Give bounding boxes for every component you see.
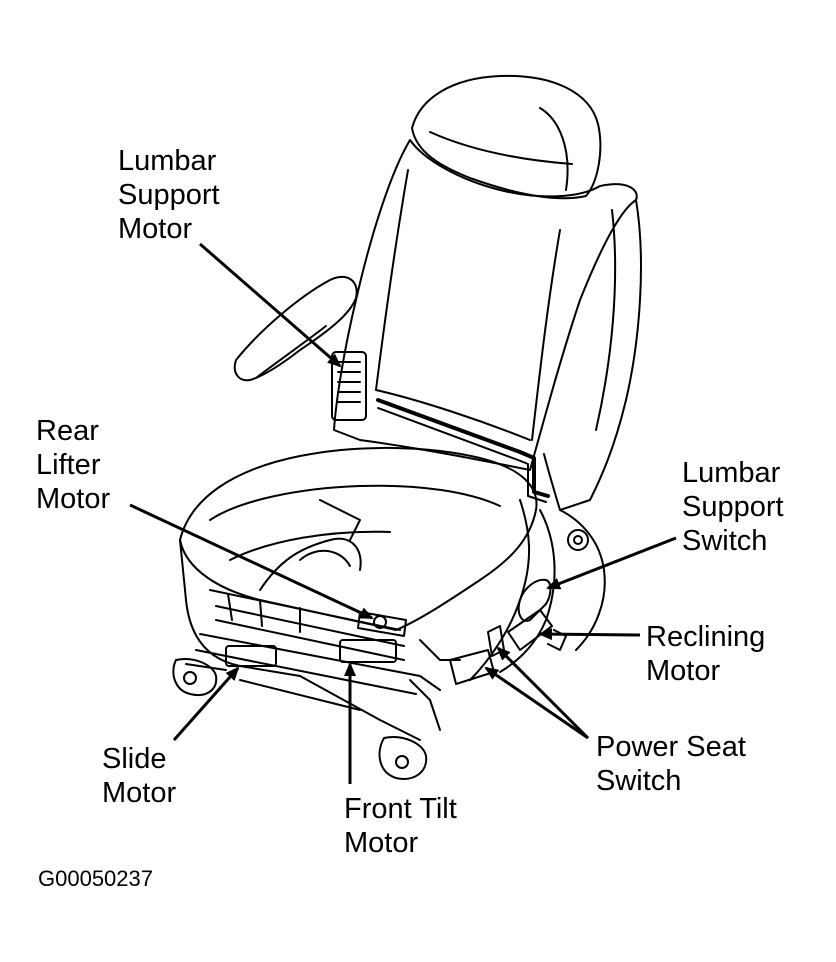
slide-motor-shape	[225, 645, 277, 667]
label-line: Support	[682, 491, 784, 523]
power-seat-switch-shape	[449, 649, 495, 685]
label-line: Support	[118, 179, 220, 211]
seat-cushion	[179, 446, 538, 631]
label-line: Lumbar	[118, 145, 217, 177]
label-rear-lifter-motor: Rear Lifter Motor	[36, 414, 110, 516]
label-line: Motor	[102, 777, 177, 809]
label-line: Front Tilt	[344, 793, 457, 825]
label-line: Motor	[118, 213, 193, 245]
label-reclining-motor: Reclining Motor	[646, 620, 765, 688]
label-line: Motor	[344, 827, 419, 859]
seat-back	[333, 139, 638, 471]
label-line: Reclining	[646, 621, 766, 653]
label-line: Lumbar	[682, 457, 781, 489]
arrow-lumbar-support-switch	[546, 536, 677, 590]
front-tilt-motor-shape	[339, 639, 397, 663]
arrow-reclining-motor	[538, 628, 641, 641]
arrow-rear-lifter-motor	[129, 503, 374, 620]
leader-lines	[129, 242, 677, 784]
label-line: Motor	[646, 655, 721, 687]
reclining-motor-shape	[507, 609, 553, 651]
label-line: Switch	[682, 525, 768, 557]
label-lumbar-support-motor: Lumbar Support Motor	[118, 144, 220, 246]
lumbar-switch-shape	[517, 578, 552, 622]
arrow-power-seat-switch-a	[484, 666, 589, 740]
rear-lifter-motor-shape	[357, 611, 407, 637]
label-line: Power Seat	[596, 731, 746, 763]
label-power-seat-switch: Power Seat Switch	[596, 730, 746, 798]
arrow-lumbar-support-motor	[199, 242, 342, 368]
label-line: Lifter	[36, 449, 101, 481]
arrow-slide-motor	[172, 666, 240, 741]
label-line: Slide	[102, 743, 167, 775]
seat-drawing	[172, 74, 642, 780]
label-lumbar-support-switch: Lumbar Support Switch	[682, 456, 784, 558]
armrest	[233, 275, 358, 382]
lumbar-motor-shape	[331, 351, 367, 421]
arrow-power-seat-switch-b	[496, 646, 590, 740]
headrest	[411, 74, 602, 200]
label-slide-motor: Slide Motor	[102, 742, 176, 810]
label-front-tilt-motor: Front Tilt Motor	[344, 792, 457, 860]
label-line: Switch	[596, 765, 682, 797]
figure-id: G00050237	[38, 866, 153, 891]
label-line: Rear	[36, 415, 99, 447]
label-line: Motor	[36, 483, 111, 515]
